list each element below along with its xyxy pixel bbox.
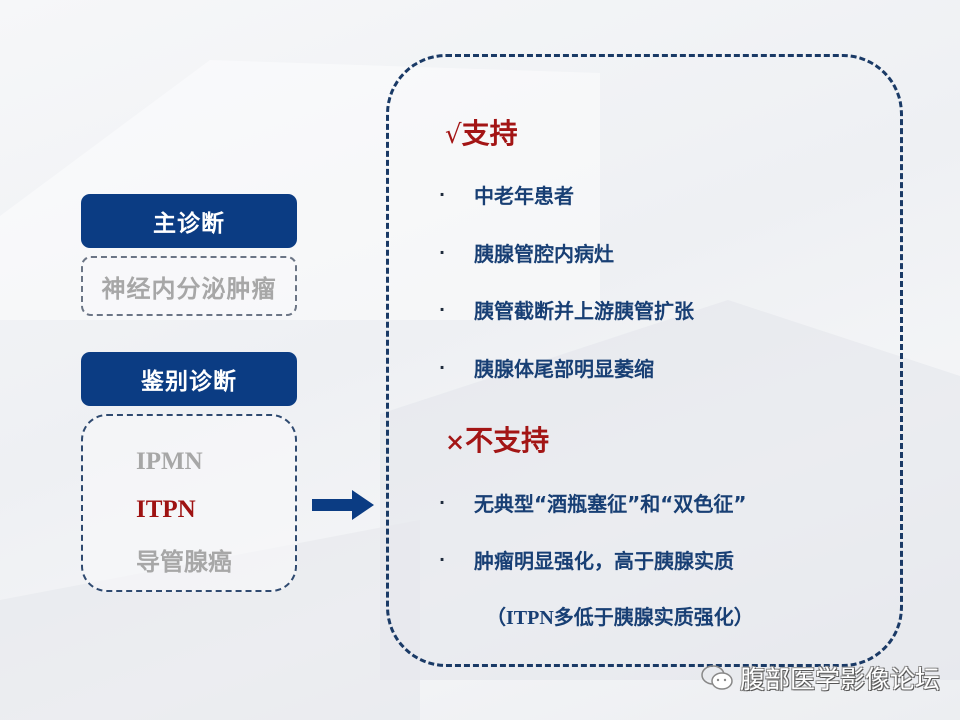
differential-diagnosis-label: 鉴别诊断 xyxy=(81,352,297,406)
support-heading: √支持 xyxy=(445,112,518,152)
differential-item-itpn: ITPN xyxy=(136,496,196,523)
not-support-item: · 肿瘤明显强化，高于胰腺实质 xyxy=(439,545,734,574)
support-title: 支持 xyxy=(461,117,518,150)
support-item: · 胰腺体尾部明显萎缩 xyxy=(439,353,654,382)
support-item: · 胰腺管腔内病灶 xyxy=(439,238,614,267)
not-support-item: · 无典型“酒瓶塞征”和“双色征” xyxy=(439,488,747,517)
differential-item-ductal-adenocarcinoma: 导管腺癌 xyxy=(136,548,232,576)
note-zh: 多低于胰腺实质强化） xyxy=(553,605,754,629)
differential-diagnosis-label-text: 鉴别诊断 xyxy=(141,369,237,395)
bullet-icon: · xyxy=(439,493,446,512)
support-item-text: 胰管截断并上游胰管扩张 xyxy=(474,299,694,323)
differential-diagnosis-list: IPMN ITPN 导管腺癌 xyxy=(81,414,297,592)
support-item: · 中老年患者 xyxy=(439,180,574,209)
support-item-text: 胰腺管腔内病灶 xyxy=(474,242,614,266)
cross-icon: × xyxy=(445,427,466,456)
support-item-text: 胰腺体尾部明显萎缩 xyxy=(474,357,654,381)
main-diagnosis-box: 神经内分泌肿瘤 xyxy=(81,256,297,316)
bullet-icon: · xyxy=(439,358,446,377)
wechat-icon xyxy=(701,665,733,690)
support-item-text: 中老年患者 xyxy=(474,184,574,208)
main-diagnosis-label-text: 主诊断 xyxy=(153,211,225,237)
not-support-title: 不支持 xyxy=(465,424,550,457)
bullet-icon: · xyxy=(439,185,446,204)
watermark: 腹部医学影像论坛 xyxy=(700,660,940,696)
bullet-icon: · xyxy=(439,550,446,569)
right-arrow-icon xyxy=(312,490,374,520)
not-support-item-text: 肿瘤明显强化，高于胰腺实质 xyxy=(474,549,734,573)
main-diagnosis-value: 神经内分泌肿瘤 xyxy=(101,274,277,303)
note-en: ITPN xyxy=(506,607,554,629)
bullet-icon: · xyxy=(439,243,446,262)
differential-item-ipmn: IPMN xyxy=(136,448,203,475)
not-support-note: （ITPN多低于胰腺实质强化） xyxy=(486,601,754,630)
watermark-text: 腹部医学影像论坛 xyxy=(740,665,941,694)
evidence-panel: √支持 · 中老年患者 · 胰腺管腔内病灶 · 胰管截断并上游胰管扩张 · 胰腺… xyxy=(386,54,903,667)
support-item: · 胰管截断并上游胰管扩张 xyxy=(439,295,694,324)
note-paren: （ xyxy=(486,605,506,629)
bullet-icon: · xyxy=(439,300,446,319)
check-icon: √ xyxy=(445,120,462,150)
not-support-heading: ×不支持 xyxy=(445,419,549,459)
main-diagnosis-label: 主诊断 xyxy=(81,194,297,248)
not-support-item-text: 无典型“酒瓶塞征”和“双色征” xyxy=(474,492,747,516)
